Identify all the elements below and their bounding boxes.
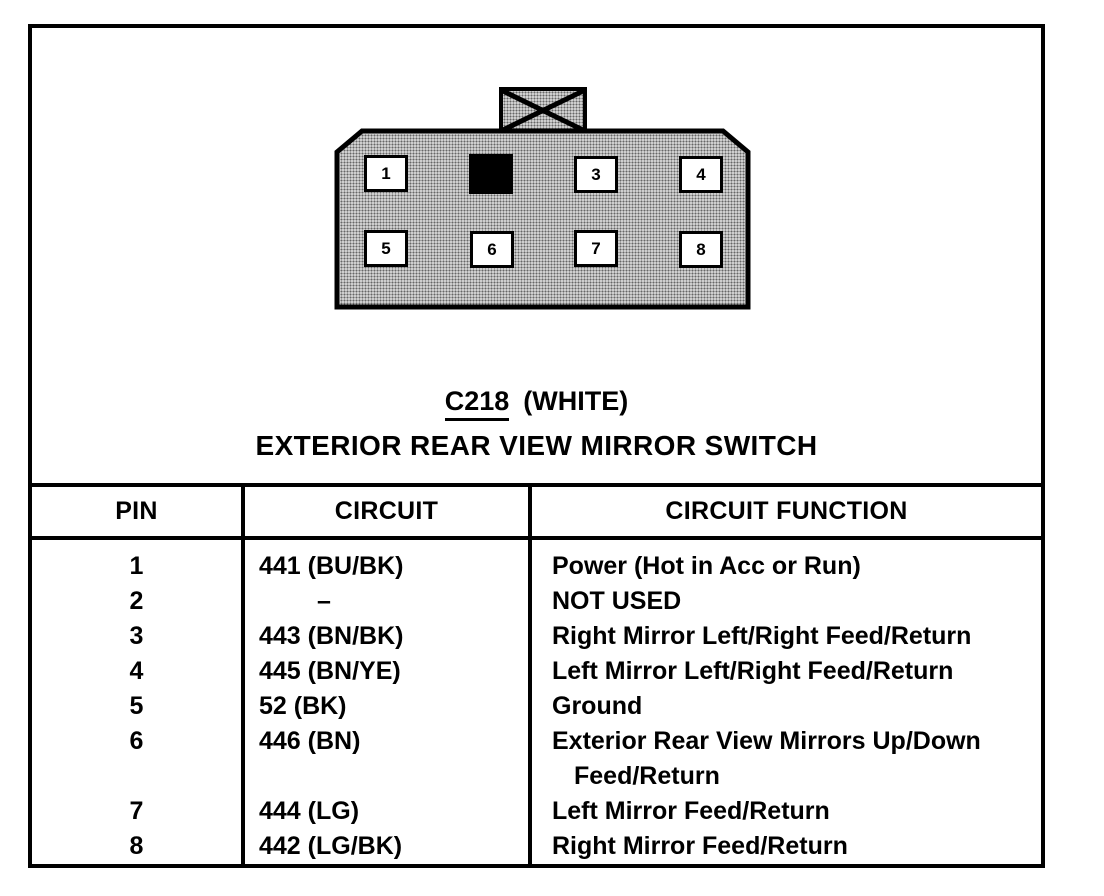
- connector-latch: [499, 87, 587, 134]
- circuit-function-column: Power (Hot in Acc or Run) NOT USED Right…: [532, 540, 1041, 864]
- connector-id-line: C218 (WHITE): [28, 386, 1045, 421]
- connector-pin-5: 5: [364, 230, 408, 267]
- connector-id: C218: [444, 386, 510, 421]
- header-circuit: CIRCUIT: [245, 487, 532, 536]
- circuit-cell: 441 (BU/BK): [259, 552, 404, 580]
- pinout-table: PIN CIRCUIT CIRCUIT FUNCTION 1 2 3 4 5 6…: [28, 483, 1045, 868]
- circuit-cell: 52 (BK): [259, 692, 347, 720]
- pin-cell: 2: [129, 587, 144, 615]
- connector-pin-6: 6: [470, 231, 514, 268]
- connector-pin-1: 1: [364, 155, 408, 192]
- header-circuit-function: CIRCUIT FUNCTION: [665, 497, 908, 525]
- pin-cell: 6: [129, 727, 144, 755]
- pin-6-label: 6: [487, 239, 497, 259]
- table-body: 1 2 3 4 5 6 7 8 441 (BU/BK) – 443 (BN/BK…: [32, 540, 1041, 864]
- connector-body-outline: [334, 128, 751, 310]
- connector-pin-4: 4: [679, 156, 723, 193]
- function-cell: Right Mirror Left/Right Feed/Return: [552, 622, 972, 650]
- connector-pin-2-blocked: [469, 154, 513, 194]
- function-cell: Ground: [552, 692, 643, 720]
- function-cell: Left Mirror Feed/Return: [552, 797, 830, 825]
- circuit-cell: 444 (LG): [259, 797, 360, 825]
- pin-cell: 1: [129, 552, 144, 580]
- pin-cell-spacer: [32, 759, 241, 794]
- pin-cell: 8: [129, 832, 144, 860]
- circuit-cell: 445 (BN/YE): [259, 657, 401, 685]
- pin-7-label: 7: [591, 238, 601, 258]
- circuit-cell: 446 (BN): [259, 727, 361, 755]
- pin-4-label: 4: [696, 164, 706, 184]
- circuit-column: 441 (BU/BK) – 443 (BN/BK) 445 (BN/YE) 52…: [245, 540, 532, 864]
- x-mark-icon: [503, 91, 583, 130]
- circuit-cell: –: [317, 587, 331, 615]
- pin-3-label: 3: [591, 164, 601, 184]
- circuit-cell: 443 (BN/BK): [259, 622, 404, 650]
- header-pin: PIN: [32, 487, 245, 536]
- function-cell: NOT USED: [552, 587, 682, 615]
- connector-pin-8: 8: [679, 231, 723, 268]
- function-cell: Left Mirror Left/Right Feed/Return: [552, 657, 954, 685]
- circuit-cell-spacer: [259, 759, 528, 794]
- circuit-cell: 442 (LG/BK): [259, 832, 403, 860]
- pin-cell: 3: [129, 622, 144, 650]
- pin-1-label: 1: [381, 163, 391, 183]
- connector-pin-3: 3: [574, 156, 618, 193]
- connector-pin-7: 7: [574, 230, 618, 267]
- function-cell-continuation: Feed/Return: [574, 762, 720, 790]
- pin-8-label: 8: [696, 239, 706, 259]
- pin-column: 1 2 3 4 5 6 7 8: [32, 540, 245, 864]
- function-cell: Power (Hot in Acc or Run): [552, 552, 861, 580]
- pin-cell: 4: [129, 657, 144, 685]
- function-cell: Right Mirror Feed/Return: [552, 832, 848, 860]
- pin-5-label: 5: [381, 238, 391, 258]
- connector-color-label: (WHITE): [523, 386, 629, 416]
- function-cell: Exterior Rear View Mirrors Up/Down: [552, 727, 981, 755]
- pin-cell: 7: [129, 797, 144, 825]
- connector-title: EXTERIOR REAR VIEW MIRROR SWITCH: [255, 430, 818, 461]
- table-header-row: PIN CIRCUIT CIRCUIT FUNCTION: [32, 487, 1041, 540]
- pin-cell: 5: [129, 692, 144, 720]
